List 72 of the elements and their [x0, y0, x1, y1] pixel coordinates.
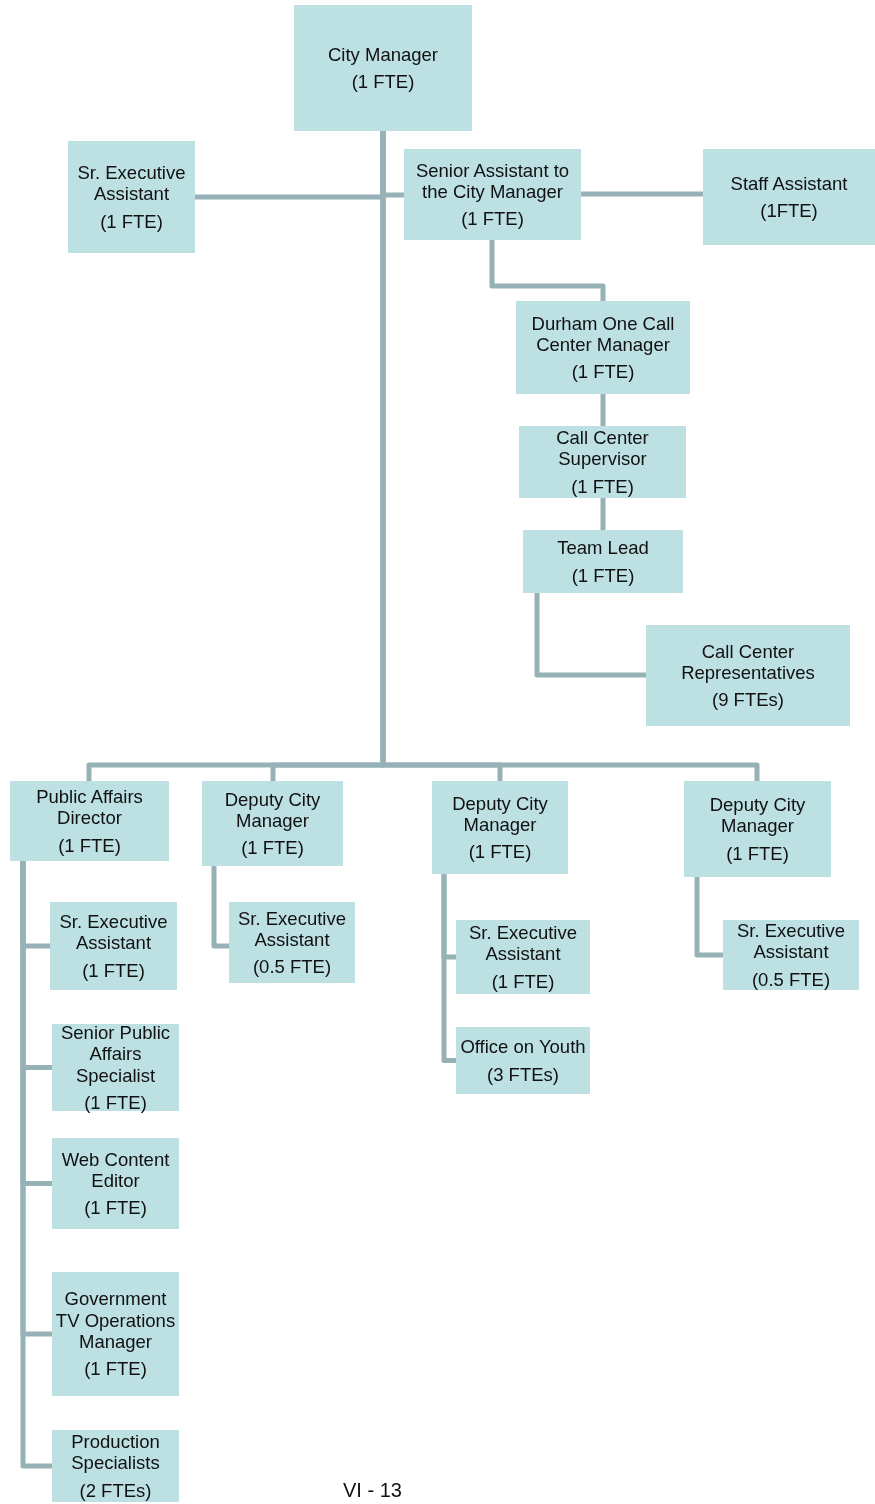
connector-line	[441, 874, 456, 1063]
position-title: Senior Public Affairs Specialist	[60, 1021, 171, 1086]
position-title: Team Lead	[557, 537, 649, 559]
fte-count: (1 FTE)	[100, 210, 163, 232]
position-title: Government TV Operations Manager	[54, 1288, 177, 1353]
fte-count: (1 FTE)	[82, 959, 145, 981]
position-title: Web Content Editor	[60, 1148, 171, 1192]
fte-count: (1 FTE)	[468, 841, 532, 863]
fte-count: (1 FTE)	[726, 842, 789, 864]
fte-count: (1 FTE)	[461, 208, 524, 230]
position-title: Call Center Supervisor	[555, 427, 650, 470]
position-box	[404, 149, 581, 240]
position-box	[516, 301, 690, 394]
fte-count: (9 FTEs)	[712, 689, 784, 711]
position-box	[519, 426, 686, 498]
fte-count: (2 FTEs)	[79, 1479, 152, 1501]
position-box	[456, 1027, 590, 1094]
fte-count: (1 FTE)	[491, 970, 555, 992]
position-box	[723, 920, 859, 990]
position-box	[229, 902, 355, 983]
position-title: Office on Youth	[460, 1036, 586, 1058]
connector-line	[211, 866, 229, 949]
position-title: Deputy City Manager	[223, 788, 322, 832]
position-title: Sr. Executive Assistant	[237, 907, 347, 951]
connector-line	[600, 498, 606, 530]
position-title: Staff Assistant	[730, 172, 848, 194]
fte-count: (1 FTE)	[571, 361, 635, 383]
position-title: Durham One Call Center Manager	[530, 312, 676, 356]
connector-line	[489, 240, 606, 301]
fte-count: (1 FTE)	[84, 1197, 147, 1219]
connector-line	[600, 394, 606, 426]
position-box	[68, 141, 195, 253]
fte-count: (1FTE)	[760, 200, 818, 222]
position-title: Call Center Representatives	[680, 640, 816, 684]
position-box	[52, 1272, 179, 1396]
fte-count: (1 FTE)	[84, 1091, 147, 1114]
position-title: Deputy City Manager	[451, 792, 549, 836]
position-box	[684, 781, 831, 877]
fte-count: (0.5 FTE)	[252, 956, 332, 978]
fte-count: (3 FTEs)	[487, 1063, 559, 1085]
position-box	[52, 1024, 179, 1111]
position-box	[703, 149, 875, 245]
page-number: VI - 13	[343, 1479, 402, 1502]
position-title: Senior Assistant to the City Manager	[414, 159, 571, 203]
position-title: Public Affairs Director	[35, 786, 144, 829]
position-box	[52, 1138, 179, 1229]
fte-count: (1 FTE)	[241, 837, 304, 859]
fte-count: (0.5 FTE)	[751, 968, 831, 990]
connector-line	[534, 593, 646, 678]
fte-count: (1 FTE)	[351, 71, 415, 93]
position-title: Sr. Executive Assistant	[58, 911, 169, 954]
position-box	[294, 5, 472, 131]
connector-line	[694, 877, 723, 958]
position-title: Deputy City Manager	[708, 794, 807, 837]
position-box	[646, 625, 850, 726]
position-box	[456, 920, 590, 994]
fte-count: (1 FTE)	[58, 834, 121, 856]
position-title: City Manager	[328, 43, 438, 65]
position-box	[432, 781, 568, 874]
position-title: Sr. Executive Assistant	[468, 922, 578, 965]
position-title: Sr. Executive Assistant	[736, 920, 846, 963]
position-box	[50, 902, 177, 990]
position-title: Production Specialists	[70, 1431, 161, 1474]
position-box	[202, 781, 343, 866]
connector-line	[581, 191, 703, 197]
position-box	[52, 1430, 179, 1502]
fte-count: (1 FTE)	[571, 564, 635, 586]
position-box	[10, 781, 169, 861]
position-box	[523, 530, 683, 593]
fte-count: (1 FTE)	[571, 475, 634, 497]
position-title: Sr. Executive Assistant	[76, 162, 187, 205]
fte-count: (1 FTE)	[84, 1358, 147, 1380]
